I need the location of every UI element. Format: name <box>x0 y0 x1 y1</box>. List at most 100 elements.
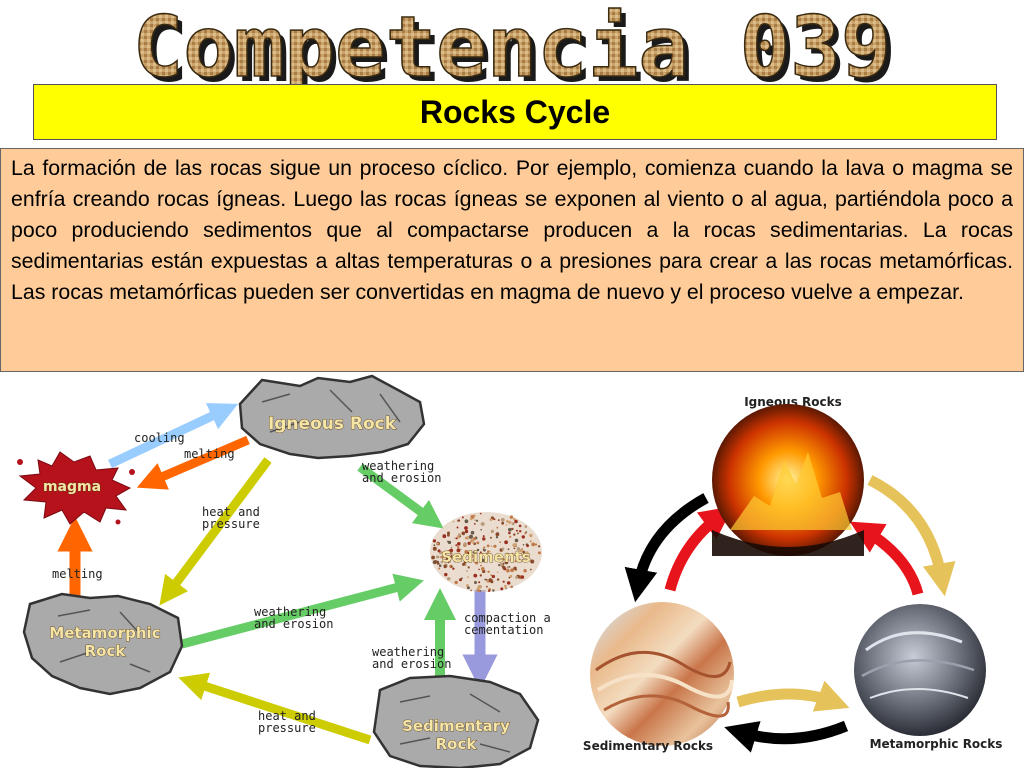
sediment-speck <box>476 548 480 552</box>
sediment-speck <box>440 561 443 564</box>
sediment-speck <box>473 523 476 525</box>
sediment-speck <box>481 567 485 571</box>
sediment-speck <box>464 519 469 524</box>
sediment-speck <box>502 580 505 583</box>
sediment-speck <box>462 562 465 566</box>
sediment-speck <box>515 558 518 561</box>
sediment-speck <box>447 533 450 537</box>
page-title: Rocks Cycle <box>419 93 611 130</box>
metamorphic-rock-node: Metamorphic Rock <box>22 592 184 696</box>
compaction-label-a: compaction a <box>464 611 551 625</box>
sediment-speck <box>525 551 529 555</box>
weathering-label-2a: weathering <box>254 605 326 619</box>
sediment-speck <box>524 555 528 560</box>
sediment-speck <box>449 548 454 553</box>
sediment-speck <box>493 544 497 548</box>
sediment-speck <box>523 569 527 573</box>
sedimentary-rocks-label: Sedimentary Rocks <box>583 739 713 753</box>
sediment-speck <box>478 581 481 584</box>
sediment-speck <box>464 529 469 534</box>
sediment-speck <box>436 542 439 545</box>
sediment-speck <box>507 548 510 551</box>
sediment-speck <box>519 548 524 553</box>
sediment-speck <box>511 527 514 531</box>
sediment-speck <box>496 578 500 581</box>
sediment-speck <box>505 524 508 526</box>
sediment-speck <box>520 575 525 579</box>
arrow-igneous-to-metamorphic <box>867 475 956 597</box>
sediment-speck <box>493 518 496 521</box>
sediment-speck <box>486 585 488 588</box>
sediment-speck <box>521 548 524 550</box>
sediment-speck <box>490 545 493 548</box>
sediment-speck <box>479 551 482 554</box>
sediment-speck <box>472 558 476 562</box>
sediment-speck <box>506 565 510 569</box>
sediment-speck <box>519 530 522 533</box>
sediment-speck <box>447 531 450 535</box>
sediment-speck <box>469 517 473 521</box>
sediment-speck <box>526 544 529 548</box>
sediment-speck <box>447 577 451 581</box>
sediment-speck <box>470 530 475 535</box>
sediment-speck <box>452 567 455 570</box>
sediment-speck <box>508 527 512 532</box>
sediment-speck <box>514 519 518 524</box>
sediment-speck <box>458 533 461 536</box>
sediment-speck <box>496 571 499 574</box>
sediment-speck <box>459 548 462 551</box>
sediment-speck <box>437 562 440 565</box>
sediment-speck <box>534 543 538 546</box>
sediment-speck <box>504 560 509 565</box>
sediment-speck <box>464 550 469 554</box>
melting-arrow-top <box>136 435 250 490</box>
sediment-speck <box>502 565 506 570</box>
heat-pressure-label-1a: heat and <box>202 505 260 519</box>
sediment-speck <box>488 553 492 558</box>
sediment-speck <box>499 541 502 544</box>
sediment-speck <box>516 547 521 551</box>
igneous-rock-label: Igneous Rock <box>268 414 397 434</box>
sediment-speck <box>480 555 483 558</box>
sediment-speck <box>490 557 492 560</box>
sediment-speck <box>444 552 447 555</box>
rock-cycle-diagram: Igneous Rock magma Sediments Metamorphic… <box>17 374 551 768</box>
metamorphic-rocks-photo <box>854 604 986 736</box>
compaction-label-b: cementation <box>464 623 543 637</box>
heat-pressure-label-2a: heat and <box>258 709 316 723</box>
sediment-speck <box>467 551 471 555</box>
weathering-label-2b: and erosion <box>254 617 333 631</box>
sediment-speck <box>504 587 508 590</box>
sediment-speck <box>472 542 475 545</box>
sedimentary-rock-label-line2: Rock <box>436 735 478 753</box>
sediment-speck <box>450 546 453 549</box>
arrow-metamorphic-to-igneous <box>849 521 924 596</box>
sediment-speck <box>517 532 519 535</box>
sediment-speck <box>504 584 507 588</box>
sediment-speck <box>490 574 493 577</box>
sediment-speck <box>463 554 467 558</box>
metamorphic-rock-label-line1: Metamorphic <box>49 624 160 642</box>
sedimentary-rock-label-line1: Sedimentary <box>402 717 510 735</box>
sediment-speck <box>472 551 475 554</box>
sediment-speck <box>529 568 532 571</box>
sediment-speck <box>452 520 455 523</box>
sediment-speck <box>501 521 505 525</box>
weathering-arrow-2 <box>180 573 424 649</box>
sediment-speck <box>487 570 490 573</box>
sediment-speck <box>432 539 436 543</box>
heat-pressure-label-1b: pressure <box>202 517 260 531</box>
cooling-label: cooling <box>134 431 185 445</box>
heat-pressure-label-2b: pressure <box>258 721 316 735</box>
igneous-rock-node: Igneous Rock <box>238 374 426 460</box>
sediment-speck <box>488 578 493 583</box>
sediment-speck <box>515 529 518 532</box>
sediment-speck <box>449 561 451 563</box>
sediment-speck <box>515 575 519 579</box>
sediment-speck <box>496 526 499 529</box>
sediment-speck <box>454 537 457 540</box>
heat-pressure-arrow-1 <box>159 457 272 606</box>
sediment-speck <box>476 541 480 545</box>
sediment-speck <box>504 558 507 560</box>
sediment-speck <box>443 564 447 569</box>
